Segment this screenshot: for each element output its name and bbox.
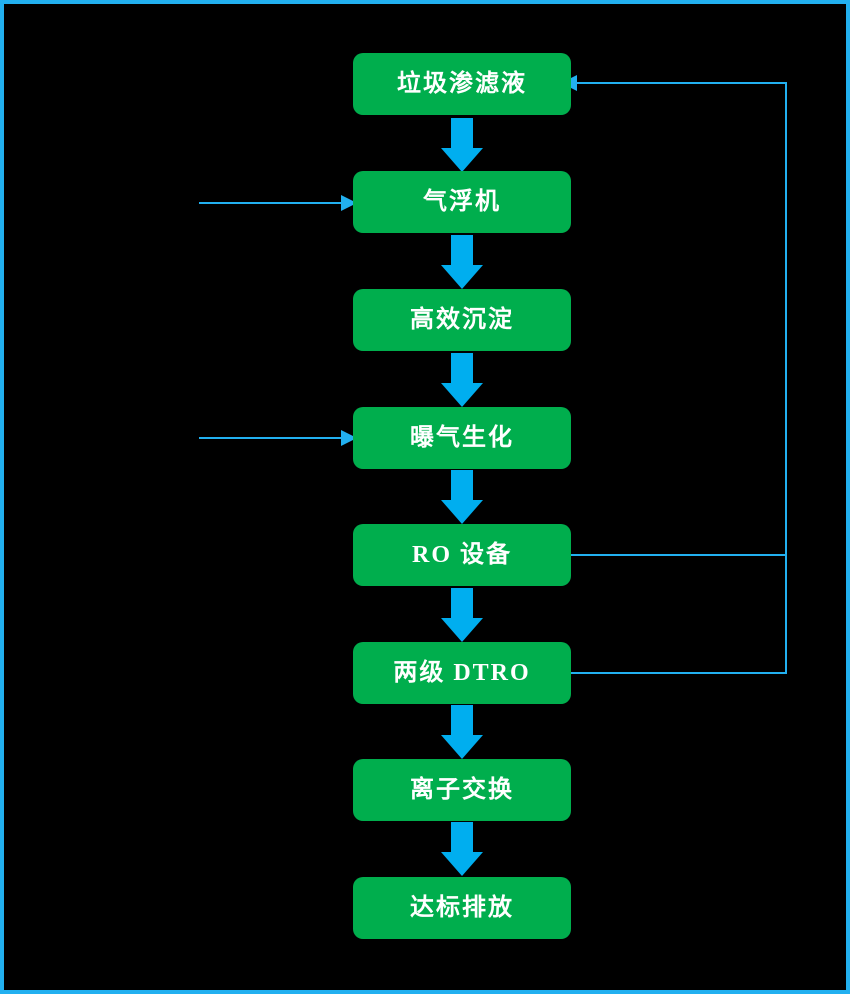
node-discharge[interactable]: 达标排放 <box>353 877 571 939</box>
node-leachate-label: 垃圾渗滤液 <box>397 71 527 97</box>
node-settling[interactable]: 高效沉淀 <box>353 289 571 351</box>
return-line-from-ro <box>571 554 787 556</box>
return-line-from-dtro <box>571 672 787 674</box>
flow-arrow-ro-to-dtro <box>441 588 483 642</box>
node-dtro[interactable]: 两级 DTRO <box>353 642 571 704</box>
node-ionex-label: 离子交换 <box>410 777 514 803</box>
inlet-line-aeration <box>199 437 347 439</box>
flow-arrow-flotation-to-settling <box>441 235 483 289</box>
node-leachate[interactable]: 垃圾渗滤液 <box>353 53 571 115</box>
flow-arrow-settling-to-aeration <box>441 353 483 407</box>
node-flotation-label: 气浮机 <box>423 189 501 215</box>
node-flotation[interactable]: 气浮机 <box>353 171 571 233</box>
node-ionex[interactable]: 离子交换 <box>353 759 571 821</box>
node-dtro-label: 两级 DTRO <box>393 660 531 686</box>
flow-arrow-dtro-to-ionex <box>441 705 483 759</box>
inlet-arrow-head-flotation <box>341 194 357 212</box>
flow-arrow-ionex-to-discharge <box>441 822 483 876</box>
flow-arrow-leachate-to-flotation <box>441 118 483 172</box>
node-settling-label: 高效沉淀 <box>410 307 514 333</box>
return-line-vertical-trunk <box>785 83 787 673</box>
node-ro-label: RO 设备 <box>412 542 512 568</box>
inlet-line-flotation <box>199 202 347 204</box>
flow-arrow-aeration-to-ro <box>441 470 483 524</box>
node-aeration[interactable]: 曝气生化 <box>353 407 571 469</box>
return-line-to-leachate <box>576 82 787 84</box>
inlet-arrow-head-aeration <box>341 429 357 447</box>
node-aeration-label: 曝气生化 <box>410 425 514 451</box>
node-ro[interactable]: RO 设备 <box>353 524 571 586</box>
node-discharge-label: 达标排放 <box>410 895 514 921</box>
